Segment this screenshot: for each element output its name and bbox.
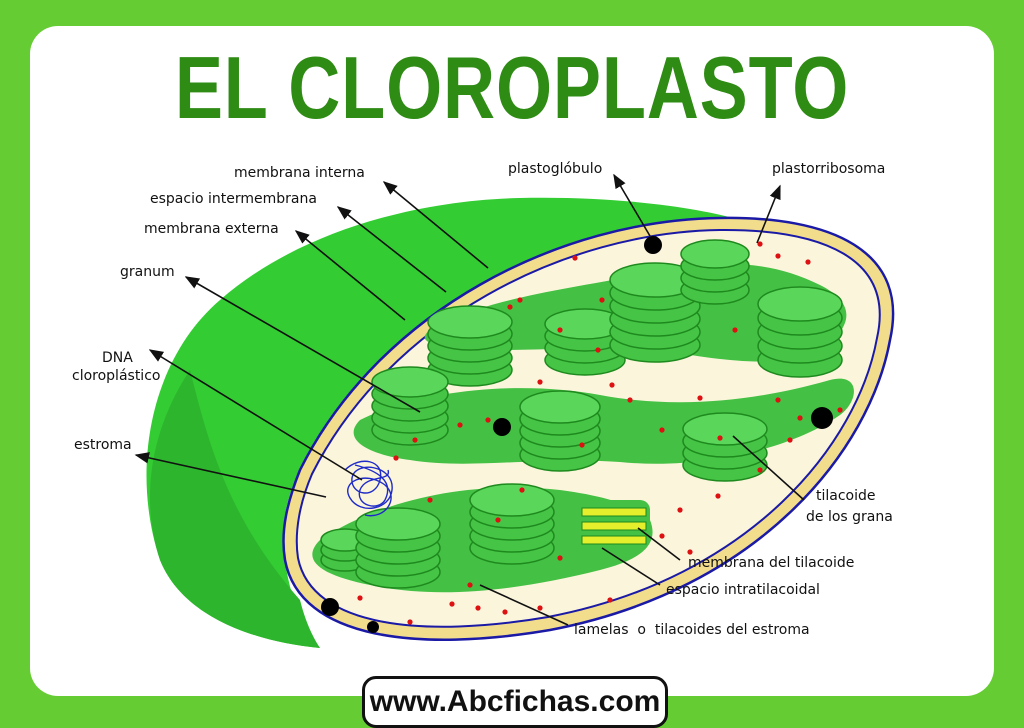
granum-stack bbox=[371, 366, 449, 446]
website-link[interactable]: www.Abcfichas.com bbox=[362, 676, 668, 728]
granum-stack bbox=[757, 286, 843, 378]
outer-shell bbox=[146, 197, 740, 648]
label-membrana-tilacoide: membrana del tilacoide bbox=[688, 555, 854, 571]
thylakoid-network bbox=[312, 239, 854, 593]
granum-stack bbox=[355, 507, 441, 589]
label-dna-line2: cloroplástico bbox=[72, 368, 160, 384]
thylakoid-cutaway bbox=[578, 500, 650, 548]
page-title: EL CLOROPLASTO bbox=[174, 38, 850, 137]
label-estroma: estroma bbox=[74, 437, 132, 453]
granum-stack bbox=[680, 239, 750, 305]
label-dna-line1: DNA bbox=[102, 350, 133, 366]
label-membrana-interna: membrana interna bbox=[234, 165, 365, 181]
label-plastorribosoma: plastorribosoma bbox=[772, 161, 885, 177]
granum-stack bbox=[682, 412, 768, 482]
label-espacio-intratilacoidal: espacio intratilacoidal bbox=[666, 582, 820, 598]
dna-tangle bbox=[344, 460, 393, 517]
label-membrana-externa: membrana externa bbox=[144, 221, 279, 237]
label-tilacoide-line2: de los grana bbox=[806, 509, 893, 525]
label-lamelas: lamelas o tilacoides del estroma bbox=[574, 622, 810, 638]
label-espacio-intermembrana: espacio intermembrana bbox=[150, 191, 317, 207]
ribosomes bbox=[357, 241, 843, 625]
granum-stack bbox=[519, 390, 601, 472]
label-plastoglobulo: plastoglóbulo bbox=[508, 161, 602, 177]
leader-arrows bbox=[134, 173, 805, 626]
plastoglobules bbox=[321, 236, 833, 633]
granum-stack bbox=[469, 483, 555, 565]
label-granum: granum bbox=[120, 264, 175, 280]
granum-stack bbox=[427, 305, 513, 387]
granum-stack bbox=[609, 262, 701, 363]
label-tilacoide-line1: tilacoide bbox=[816, 488, 876, 504]
